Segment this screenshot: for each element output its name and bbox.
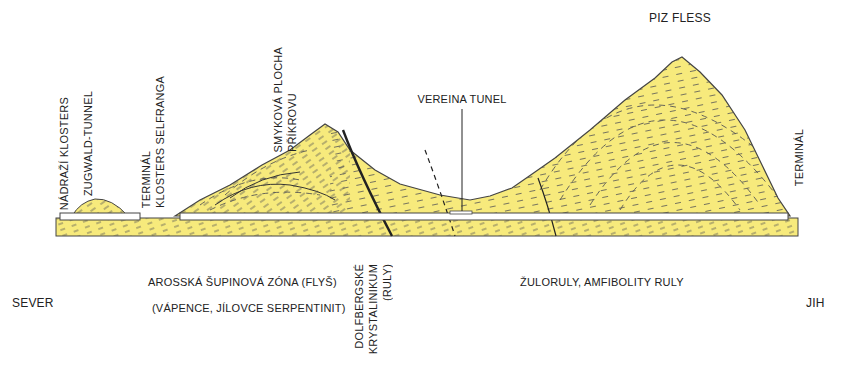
- station-label: NÁDRAŽÍ KLOSTERS: [58, 97, 71, 210]
- zone-label: KRYSTALINIKUM: [367, 264, 380, 354]
- terminal-label: KLOSTERS SELFRANGA: [154, 76, 167, 208]
- terminal-label: TERMINÁL: [793, 129, 806, 186]
- rock-label: (VÁPENCE, JÍLOVCE SERPENTINIT): [152, 302, 346, 315]
- rock-label: (RULY): [381, 264, 394, 301]
- direction-label: SEVER: [12, 297, 54, 310]
- rock-label: ŽULORULY, AMFIBOLITY RULY: [520, 276, 684, 289]
- tunnel-label: ZUGWALD-TUNNEL: [82, 91, 95, 196]
- fault-label: SMYKOVÁ PLOCHA: [272, 47, 285, 153]
- zone-label: AROSSKÁ ŠUPINOVÁ ZÓNA (FLYŠ): [148, 276, 337, 289]
- zone-label: DOLFBERGSKÉ: [353, 264, 366, 349]
- direction-label: JIH: [806, 297, 825, 310]
- fault-label: PŘÍKROVU: [286, 93, 299, 152]
- peak-label: PIZ FLESS: [649, 12, 711, 25]
- tunnel-label: VEREINA TUNEL: [417, 93, 506, 106]
- terminal-label: TERMINÁL: [140, 151, 153, 208]
